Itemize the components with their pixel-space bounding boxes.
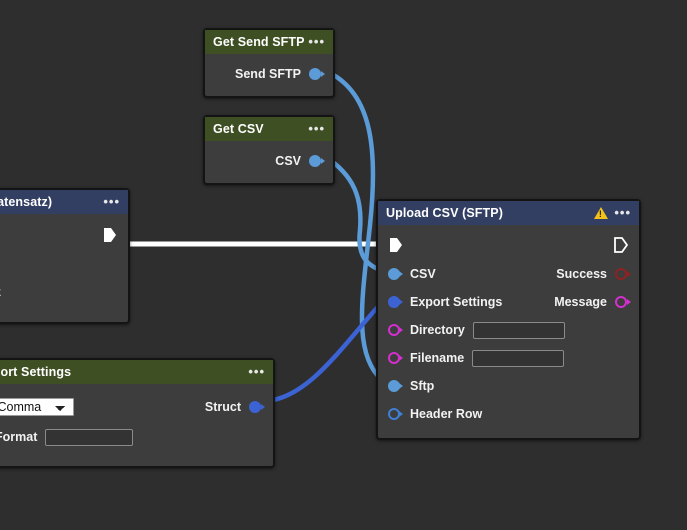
node-row-blank	[0, 250, 128, 278]
node-body: Send SFTP	[205, 54, 333, 96]
row-label: Datensatz	[0, 285, 1, 299]
wire-struct-exportsettings	[263, 297, 387, 404]
input-pin-header-row[interactable]	[388, 407, 403, 421]
output-pin-csv[interactable]	[309, 154, 325, 168]
output-pin-success[interactable]	[615, 267, 631, 281]
node-header[interactable]: Get Send SFTP •••	[205, 30, 333, 54]
delimiter-select[interactable]: Comma	[0, 398, 74, 416]
node-menu-icon[interactable]: •••	[308, 121, 325, 136]
node-title: Get Send SFTP	[213, 35, 305, 49]
output-label-message: Message	[554, 295, 607, 309]
node-body: Delimiter Comma Struct Date Time Format	[0, 384, 273, 466]
node-body: CSV	[205, 141, 333, 183]
node-make-csv-datensatz[interactable]: SV (CsvDatensatz) ••• Datensatz	[0, 188, 130, 324]
node-body: CSV Success Export Settings Message	[378, 225, 639, 438]
output-pin-struct[interactable]	[249, 400, 265, 414]
output-label-success: Success	[556, 267, 607, 281]
output-pin-message[interactable]	[615, 295, 631, 309]
input-label-export-settings: Export Settings	[410, 295, 503, 309]
input-pin-csv[interactable]	[388, 267, 403, 281]
node-header[interactable]: SV (CsvDatensatz) •••	[0, 190, 128, 214]
node-body: Datensatz	[0, 214, 128, 322]
output-row-send-sftp[interactable]: Send SFTP	[205, 60, 333, 88]
node-title: Get CSV	[213, 122, 264, 136]
node-header[interactable]: Get CSV •••	[205, 117, 333, 141]
exec-output-row[interactable]	[0, 220, 128, 250]
datetime-format-input[interactable]	[45, 428, 134, 446]
output-row-csv[interactable]: CSV	[205, 147, 333, 175]
pin-row-sftp[interactable]: Sftp	[378, 372, 639, 400]
datetime-format-label: Date Time Format	[0, 430, 38, 444]
input-label-sftp: Sftp	[410, 379, 435, 393]
input-pin-export-settings[interactable]	[388, 295, 403, 309]
pin-label: CSV	[275, 154, 301, 168]
node-title: ke CSV Export Settings	[0, 365, 72, 379]
node-menu-icon[interactable]: •••	[308, 34, 325, 49]
input-label-directory: Directory	[410, 323, 465, 337]
node-row-datensatz[interactable]: Datensatz	[0, 278, 128, 306]
exec-input-pin[interactable]	[388, 236, 404, 254]
field-row-delimiter[interactable]: Delimiter Comma Struct	[0, 392, 273, 422]
warning-triangle-icon[interactable]	[594, 207, 609, 219]
input-pin-sftp[interactable]	[388, 379, 403, 393]
input-pin-directory[interactable]	[388, 323, 403, 337]
node-upload-csv-sftp[interactable]: Upload CSV (SFTP) •••	[376, 199, 641, 440]
node-make-csv-export-settings[interactable]: ke CSV Export Settings ••• Delimiter Com…	[0, 358, 275, 468]
node-menu-icon[interactable]: •••	[103, 194, 120, 209]
exec-output-pin[interactable]	[613, 236, 629, 254]
input-label-filename: Filename	[410, 351, 465, 365]
node-header[interactable]: ke CSV Export Settings •••	[0, 360, 273, 384]
input-pin-filename[interactable]	[388, 351, 403, 365]
pin-row-directory[interactable]: Directory	[378, 316, 639, 344]
node-menu-icon[interactable]: •••	[614, 205, 631, 220]
node-get-send-sftp[interactable]: Get Send SFTP ••• Send SFTP	[203, 28, 335, 98]
pin-row-exportsettings-message[interactable]: Export Settings Message	[378, 288, 639, 316]
pin-label: Struct	[204, 400, 241, 414]
directory-input[interactable]	[472, 321, 565, 339]
pin-row-filename[interactable]: Filename	[378, 344, 639, 372]
pin-row-header-row[interactable]: Header Row	[378, 400, 639, 428]
filename-input[interactable]	[472, 349, 565, 367]
input-label-header-row: Header Row	[410, 407, 483, 421]
pin-label: Send SFTP	[235, 67, 301, 81]
input-label-csv: CSV	[410, 267, 436, 281]
node-header[interactable]: Upload CSV (SFTP) •••	[378, 201, 639, 225]
pin-row-csv-success[interactable]: CSV Success	[378, 260, 639, 288]
node-title: Upload CSV (SFTP)	[386, 206, 503, 220]
output-pin-send-sftp[interactable]	[309, 67, 325, 81]
node-menu-icon[interactable]: •••	[248, 364, 265, 379]
node-title: SV (CsvDatensatz)	[0, 195, 53, 209]
node-get-csv[interactable]: Get CSV ••• CSV	[203, 115, 335, 185]
field-row-datetime-format[interactable]: Date Time Format	[0, 422, 273, 452]
exec-output-pin[interactable]	[102, 226, 118, 244]
exec-row[interactable]	[378, 230, 639, 260]
